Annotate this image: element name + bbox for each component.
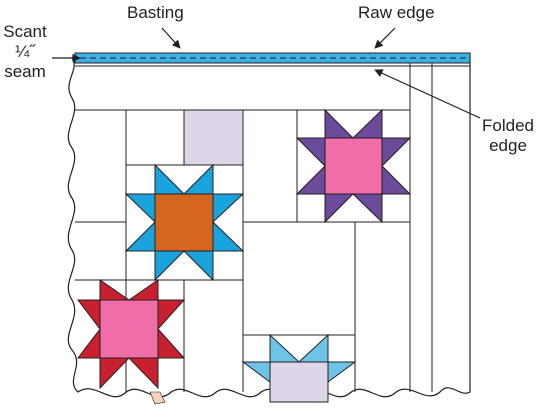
folded-label-line2: edge [489, 136, 527, 155]
star-block-red [76, 279, 186, 390]
scant-label-line1: Scant [3, 22, 47, 41]
basting-label: Basting [127, 3, 184, 22]
lavender-patch [183, 109, 244, 166]
star-block-blue [124, 163, 245, 282]
star-center-pink [324, 137, 383, 195]
star-center-lavender [269, 361, 329, 403]
folded-label-line1: Folded [482, 116, 534, 135]
scant-label-line2: ¼˝ [15, 42, 35, 61]
arrow-raw-edge [374, 27, 396, 49]
star-block-purple [295, 108, 412, 224]
folded-edge-label: Folded edge [480, 116, 536, 156]
scant-seam-label: Scant ¼˝ seam [0, 22, 50, 82]
star-center-orange [154, 193, 214, 252]
star-block-light-blue [241, 333, 357, 403]
peach-patch [149, 391, 166, 405]
scant-label-line3: seam [4, 62, 46, 81]
raw-edge-label: Raw edge [358, 3, 435, 22]
star-center-pink-red [99, 299, 159, 359]
arrow-folded-edge [374, 69, 481, 119]
arrow-basting [161, 27, 181, 49]
